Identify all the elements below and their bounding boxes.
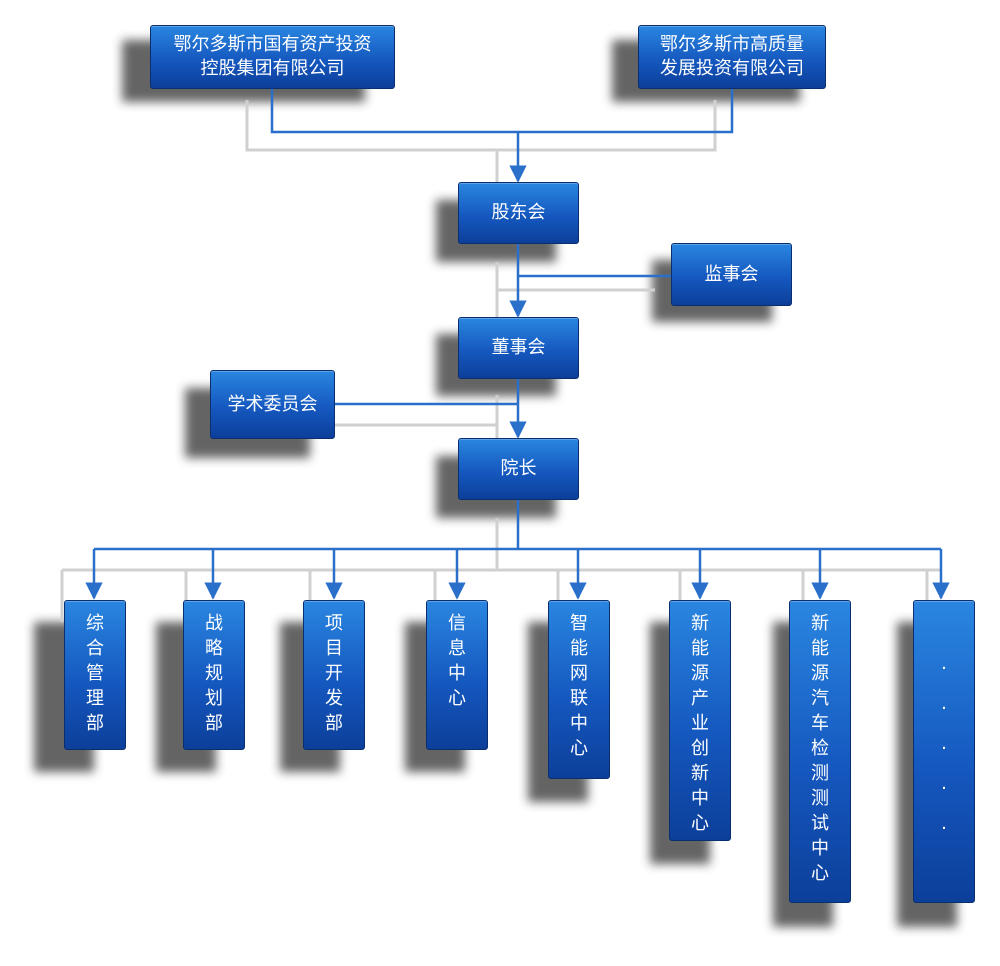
node-label: 智 能 网 联 中 心 xyxy=(570,613,588,759)
node-label: 项 目 开 发 部 xyxy=(325,613,343,734)
node-label: 战 略 规 划 部 xyxy=(205,613,223,734)
department-node-ev-testing-center: 新 能 源 汽 车 检 测 测 试 中 心 xyxy=(789,600,851,903)
shareholders-meeting-node: 股东会 xyxy=(458,182,579,244)
shareholder-node-high-quality-dev: 鄂尔多斯市高质量 发展投资有限公司 xyxy=(638,25,826,89)
node-label: 鄂尔多斯市国有资产投资 控股集团有限公司 xyxy=(173,34,372,79)
academic-committee-node: 学术委员会 xyxy=(210,370,335,439)
shareholder-node-state-assets: 鄂尔多斯市国有资产投资 控股集团有限公司 xyxy=(150,25,395,89)
node-label: 信 息 中 心 xyxy=(448,613,466,709)
node-label: 董事会 xyxy=(491,337,546,358)
department-node-new-energy-innovation: 新 能 源 产 业 创 新 中 心 xyxy=(669,600,731,841)
node-label: 鄂尔多斯市高质量 发展投资有限公司 xyxy=(660,34,804,79)
department-node-strategic-planning: 战 略 规 划 部 xyxy=(183,600,245,750)
node-label: 综 合 管 理 部 xyxy=(86,613,104,734)
department-node-connected-vehicles: 智 能 网 联 中 心 xyxy=(548,600,610,779)
department-node-information-center: 信 息 中 心 xyxy=(426,600,488,750)
node-label: 学术委员会 xyxy=(227,393,318,415)
node-label: 新 能 源 汽 车 检 测 测 试 中 心 xyxy=(811,613,829,884)
node-label: 新 能 源 产 业 创 新 中 心 xyxy=(691,613,709,834)
department-node-general-management: 综 合 管 理 部 xyxy=(64,600,126,750)
node-label: 监事会 xyxy=(704,263,759,285)
node-label: 院长 xyxy=(500,458,537,479)
department-node-more: · · · · · xyxy=(913,600,975,903)
node-label: 股东会 xyxy=(491,202,546,223)
ellipsis-label: · · · · · xyxy=(941,658,947,839)
president-node: 院长 xyxy=(458,438,579,500)
board-of-directors-node: 董事会 xyxy=(458,317,579,379)
supervisory-board-node: 监事会 xyxy=(671,243,792,306)
department-node-project-development: 项 目 开 发 部 xyxy=(303,600,365,750)
